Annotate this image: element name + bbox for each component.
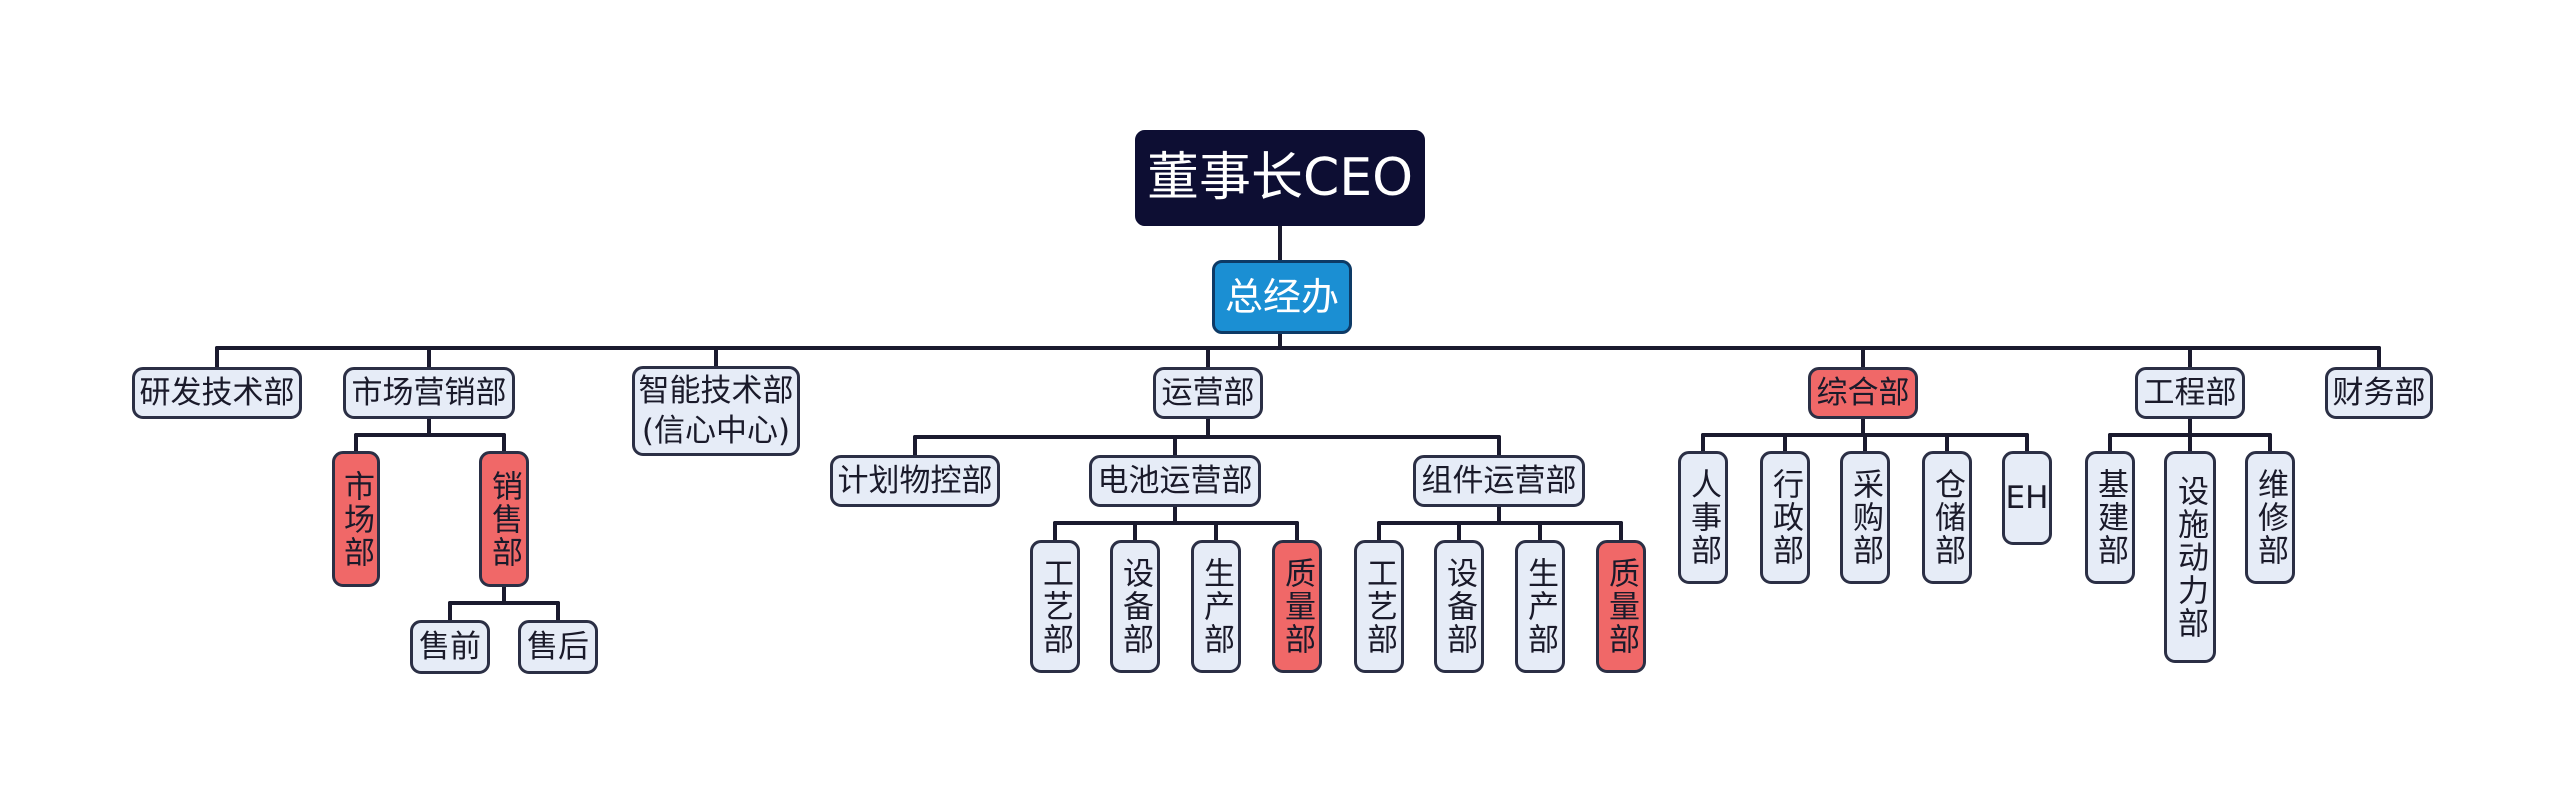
node-aftersales: 售后 [518,620,598,674]
node-module-process: 工艺部 [1354,540,1404,673]
node-rnd: 研发技术部 [132,367,302,419]
node-ceo: 董事长CEO [1135,130,1425,226]
node-eh: EH [2002,451,2052,545]
node-battery-quality: 质量部 [1272,540,1322,673]
node-sales: 销售部 [479,451,529,587]
node-general-dept: 综合部 [1808,367,1918,419]
node-engineering: 工程部 [2135,367,2245,419]
node-purchasing: 采购部 [1840,451,1890,584]
node-infrastructure: 基建部 [2085,451,2135,584]
node-battery-production: 生产部 [1191,540,1241,673]
node-battery-ops: 电池运营部 [1089,455,1261,507]
node-finance: 财务部 [2325,367,2433,419]
node-presales: 售前 [410,620,490,674]
node-facilities: 设施动力部 [2164,451,2216,663]
node-planning: 计划物控部 [830,455,1000,507]
node-module-quality: 质量部 [1596,540,1646,673]
node-warehouse: 仓储部 [1922,451,1972,584]
node-module-ops: 组件运营部 [1413,455,1585,507]
node-hr: 人事部 [1678,451,1728,584]
node-smart-tech: 智能技术部 (信心中心) [632,366,800,456]
node-maintenance: 维修部 [2245,451,2295,584]
node-operations: 运营部 [1153,367,1263,419]
node-general-office: 总经办 [1212,260,1352,334]
node-module-equipment: 设备部 [1434,540,1484,673]
node-battery-equipment: 设备部 [1110,540,1160,673]
node-marketing: 市场营销部 [343,367,515,419]
node-battery-process: 工艺部 [1030,540,1080,673]
node-admin: 行政部 [1760,451,1810,584]
node-module-production: 生产部 [1515,540,1565,673]
node-market: 市场部 [332,451,380,587]
